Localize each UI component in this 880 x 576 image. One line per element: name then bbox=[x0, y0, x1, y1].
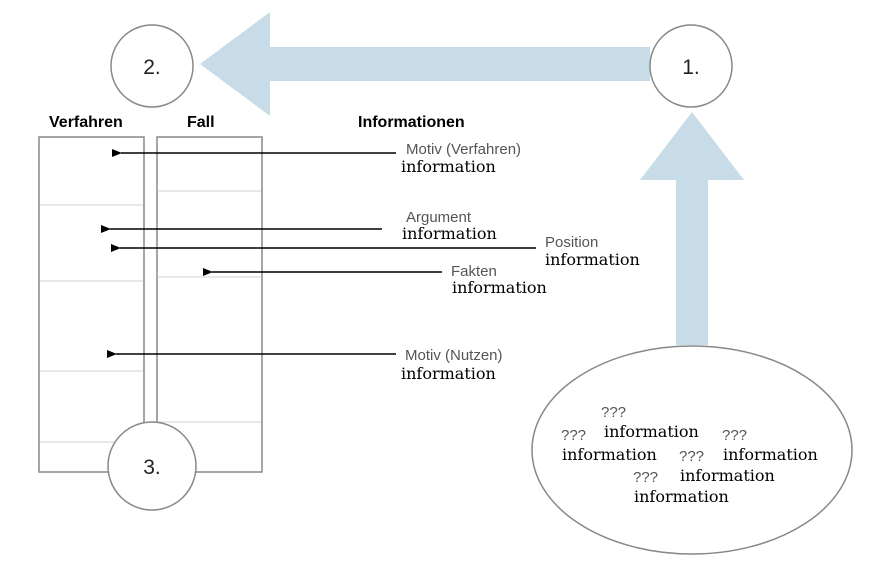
header-informationen: Informationen bbox=[358, 114, 465, 131]
cloud-info: information bbox=[634, 487, 729, 506]
circle-two-label: 2. bbox=[143, 56, 161, 79]
entry-info: information bbox=[401, 364, 496, 383]
header-fall: Fall bbox=[187, 114, 215, 131]
cloud-question-marks: ??? bbox=[633, 469, 658, 486]
cloud-question-marks: ??? bbox=[561, 427, 586, 444]
flow-arrow-1-to-2 bbox=[200, 12, 650, 116]
entry-info: information bbox=[545, 250, 640, 269]
fall-column bbox=[156, 136, 263, 473]
circle-two bbox=[110, 24, 194, 108]
unknown-information-cloud bbox=[531, 345, 853, 555]
circle-three bbox=[107, 421, 197, 511]
entry-label: Fakten bbox=[451, 263, 497, 280]
cloud-question-marks: ??? bbox=[679, 448, 704, 465]
cloud-info: information bbox=[562, 445, 657, 464]
cloud-info: information bbox=[723, 445, 818, 464]
circle-one bbox=[649, 24, 733, 108]
cloud-question-marks: ??? bbox=[601, 404, 626, 421]
entry-label: Position bbox=[545, 234, 598, 251]
entry-label: Motiv (Verfahren) bbox=[406, 141, 521, 158]
flow-arrow-cloud-to-1 bbox=[640, 112, 744, 345]
verfahren-dividers bbox=[40, 204, 143, 443]
entry-info: information bbox=[401, 157, 496, 176]
cloud-info: information bbox=[680, 466, 775, 485]
fall-dividers bbox=[158, 190, 261, 423]
cloud-info: information bbox=[604, 422, 699, 441]
header-verfahren: Verfahren bbox=[49, 114, 123, 131]
circle-one-label: 1. bbox=[682, 56, 700, 79]
verfahren-column bbox=[38, 136, 145, 473]
cloud-question-marks: ??? bbox=[722, 427, 747, 444]
circle-three-label: 3. bbox=[143, 456, 161, 479]
entry-label: Argument bbox=[406, 209, 472, 226]
entry-info: information bbox=[402, 224, 497, 243]
entry-label: Motiv (Nutzen) bbox=[405, 347, 503, 364]
entry-info: information bbox=[452, 278, 547, 297]
pointer-arrows bbox=[101, 149, 536, 358]
